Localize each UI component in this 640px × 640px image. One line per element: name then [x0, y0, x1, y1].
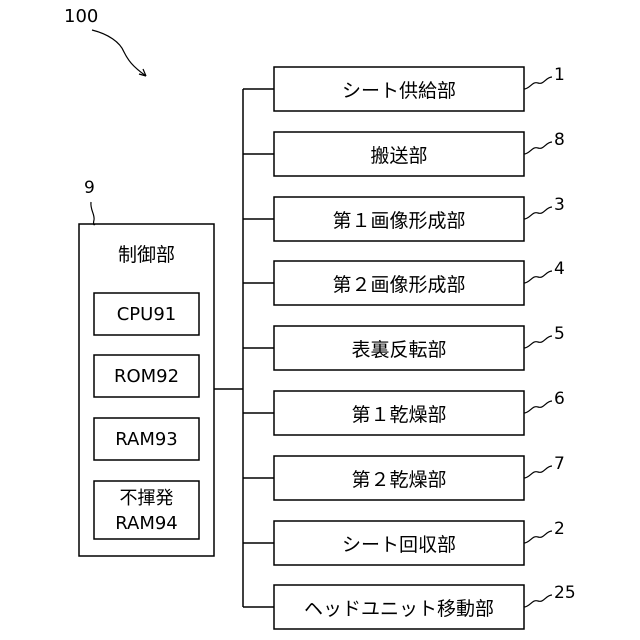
nvram-label-line2: RAM94 [94, 510, 199, 536]
unit-label: ヘッドユニット移動部 [274, 585, 524, 629]
unit-ref-leader [524, 142, 552, 154]
unit-ref-leader [524, 595, 552, 607]
unit-ref-label: 4 [554, 259, 565, 279]
unit-ref-leader [524, 271, 552, 283]
unit-ref-label: 8 [554, 130, 565, 150]
unit-ref-label: 1 [554, 65, 565, 85]
unit-label: シート供給部 [274, 67, 524, 111]
unit-ref-leader [524, 531, 552, 543]
rom-label: ROM92 [94, 355, 199, 397]
ram-label: RAM93 [94, 418, 199, 460]
controller-ref-label: 9 [84, 178, 95, 198]
unit-ref-label: 6 [554, 389, 565, 409]
unit-label: 搬送部 [274, 132, 524, 176]
system-ref-arrow [92, 30, 146, 76]
unit-label: 第２乾燥部 [274, 456, 524, 500]
unit-label: 第１画像形成部 [274, 197, 524, 241]
unit-ref-leader [524, 77, 552, 89]
unit-ref-leader [524, 207, 552, 219]
unit-ref-label: 7 [554, 454, 565, 474]
unit-label: 第１乾燥部 [274, 391, 524, 435]
unit-ref-label: 3 [554, 195, 565, 215]
cpu-label: CPU91 [94, 293, 199, 335]
unit-label: シート回収部 [274, 521, 524, 565]
unit-ref-leader [524, 336, 552, 348]
unit-ref-label: 5 [554, 324, 565, 344]
controller-ref-leader [91, 202, 95, 225]
unit-ref-leader [524, 401, 552, 413]
unit-label: 表裏反転部 [274, 326, 524, 370]
system-ref-arrowhead [139, 69, 146, 76]
unit-ref-label: 25 [554, 583, 576, 603]
nvram-label-line1: 不揮発 [94, 484, 199, 510]
system-ref-label: 100 [64, 6, 98, 27]
controller-title: 制御部 [79, 240, 214, 266]
unit-ref-leader [524, 466, 552, 478]
unit-label: 第２画像形成部 [274, 261, 524, 305]
unit-ref-label: 2 [554, 519, 565, 539]
